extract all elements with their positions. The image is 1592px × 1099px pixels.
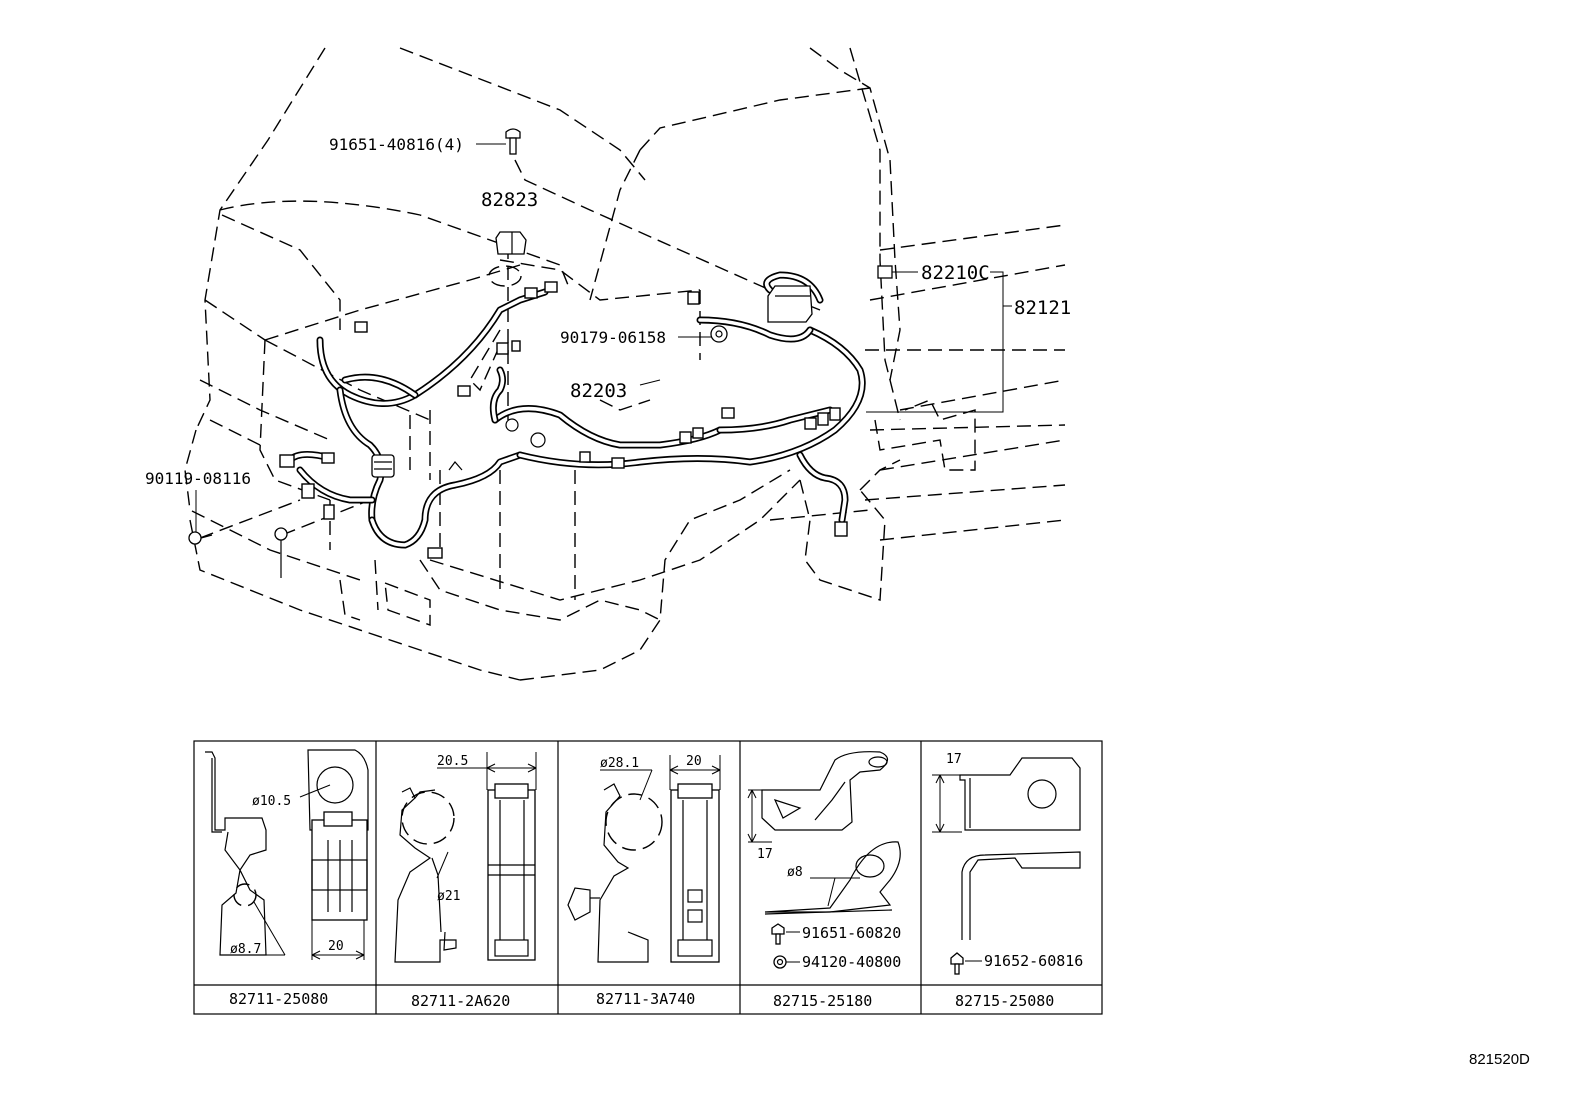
clamp-cell-82715-25080: 17 91652-60816 82715-25080	[932, 752, 1083, 1010]
bolt-top-part	[476, 128, 521, 155]
relay-block-part	[767, 265, 918, 323]
clamp-part-no: 82711-3A740	[596, 990, 695, 1008]
callout-harness: 82203	[570, 380, 627, 402]
clamp-cell-82711-3A740: ø28.1 20 82711-3A740	[567, 754, 721, 1008]
callout-bolt-top: 91651-40816(4)	[329, 135, 464, 154]
clamp-cell-82715-25180: 17 ø8 91651-60820 94120-40800 82715-2518…	[747, 751, 901, 1010]
wire-assy-bracket	[639, 271, 1012, 413]
clamp-part-no: 82711-25080	[229, 990, 328, 1008]
clamp-cell-82711-2A620: 20.5 ø21 82711-2A620	[394, 752, 537, 1010]
fastener-nut: 94120-40800	[802, 953, 901, 971]
vehicle-body-outline	[184, 47, 1066, 681]
dim-width-20: 20	[328, 939, 344, 954]
dim-dia-21: ø21	[437, 889, 460, 904]
fastener-bolt: 91652-60816	[984, 952, 1083, 970]
clamp-cell-82711-25080: ø10.5 ø8.7 20 82711-25080	[205, 749, 369, 1008]
clamp-part-no: 82711-2A620	[411, 992, 510, 1010]
dim-dia-28-1: ø28.1	[600, 756, 639, 771]
callout-clip-nut: 90179-06158	[560, 328, 666, 347]
callout-wire-assy: 82121	[1014, 297, 1071, 319]
dim-height-17: 17	[946, 752, 962, 767]
dim-width-20-5: 20.5	[437, 754, 468, 769]
callout-cover: 82823	[481, 189, 538, 211]
cover-part	[495, 231, 527, 255]
dim-width-20: 20	[686, 754, 702, 769]
clamp-table	[193, 740, 1103, 1015]
clamp-part-no: 82715-25180	[773, 992, 872, 1010]
dim-dia-8-7: ø8.7	[230, 942, 261, 957]
screw-left-part	[188, 490, 288, 578]
callout-screw-left: 90119-08116	[145, 469, 251, 488]
dim-dia-8: ø8	[787, 865, 803, 880]
figure-reference: 821520D	[1469, 1051, 1530, 1068]
dim-dia-10-5: ø10.5	[252, 794, 291, 809]
clamp-part-no: 82715-25080	[955, 992, 1054, 1010]
clip-nut-part	[678, 325, 728, 343]
dim-height-17: 17	[757, 847, 773, 862]
callout-relay-block: 82210C	[921, 262, 990, 284]
engine-wire-harness	[279, 271, 866, 559]
fastener-bolt: 91651-60820	[802, 924, 901, 942]
